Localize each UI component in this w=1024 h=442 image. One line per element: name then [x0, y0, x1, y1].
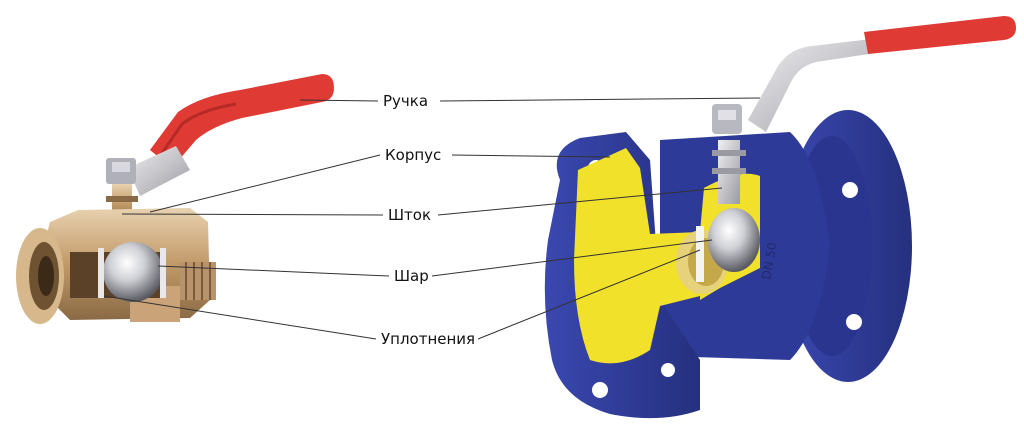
- label-ball: Шар: [391, 267, 432, 285]
- leader-handle-right: [439, 97, 761, 102]
- label-stem: Шток: [385, 206, 435, 224]
- label-handle: Ручка: [380, 92, 432, 110]
- leader-lines: [103, 97, 761, 340]
- brass-valve-handle: [150, 74, 334, 168]
- svg-text:DN 50: DN 50: [759, 241, 779, 280]
- leader-stem-right: [437, 187, 723, 216]
- flanged-valve-seal: [696, 226, 704, 282]
- brass-valve: [16, 74, 334, 324]
- leader-seals-left: [103, 295, 377, 340]
- label-seals: Уплотнения: [378, 330, 479, 348]
- leader-stem-left: [121, 213, 384, 216]
- flanged-valve-ball: [708, 208, 760, 272]
- flanged-valve-lever: [748, 38, 882, 132]
- leader-body-right: [451, 154, 611, 158]
- brass-valve-ball: [103, 242, 163, 302]
- leader-ball-right: [431, 239, 713, 277]
- flanged-valve: DN 50: [544, 16, 1016, 419]
- brass-valve-seal: [98, 248, 104, 298]
- leader-body-left: [149, 154, 381, 213]
- leader-ball-left: [157, 265, 390, 277]
- label-body: Корпус: [382, 146, 445, 164]
- leader-handle-left: [299, 99, 379, 102]
- leader-seals-right: [477, 249, 701, 340]
